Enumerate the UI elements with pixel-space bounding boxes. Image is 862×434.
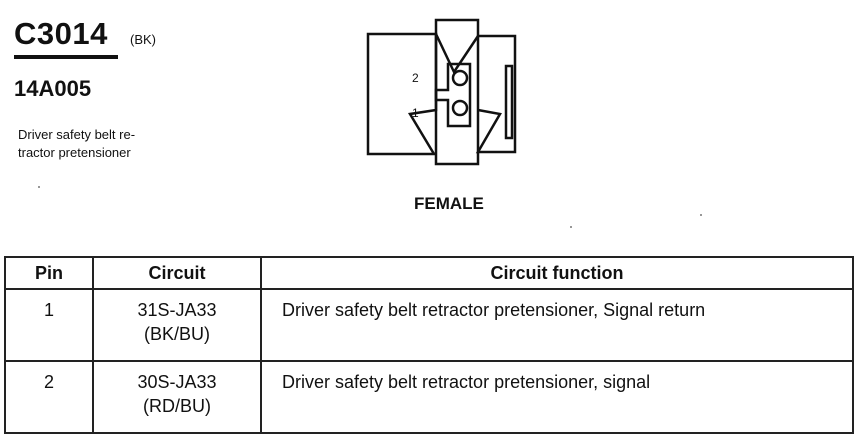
table-row: 2 30S-JA33 (RD/BU) Driver safety belt re…: [4, 360, 854, 434]
column-header-circuit: Circuit: [92, 256, 262, 290]
column-header-pin: Pin: [4, 256, 94, 290]
circuit-function-cell: Driver safety belt retractor pretensione…: [260, 360, 854, 434]
connector-face-diagram: 2 1: [366, 18, 517, 166]
description-line-2: tractor pretensioner: [18, 145, 131, 160]
pin-2-cavity: [451, 69, 469, 87]
part-number: 14A005: [14, 76, 92, 101]
table-header-row: Pin Circuit Circuit function: [4, 256, 854, 290]
connector-color: (BK): [130, 32, 156, 47]
scan-speck: [570, 226, 572, 228]
connector-id-underline: [14, 55, 118, 59]
column-header-circuit-function: Circuit function: [260, 256, 854, 290]
connector-view-label: FEMALE: [414, 194, 484, 213]
connector-housing-right: [475, 34, 517, 154]
circuit-cell: 30S-JA33 (RD/BU): [92, 360, 262, 434]
pin-cell: 1: [4, 288, 94, 362]
scan-speck: [700, 214, 702, 216]
pinout-table: Pin Circuit Circuit function 1 31S-JA33 …: [4, 256, 854, 434]
pin-1-label: 1: [412, 106, 419, 120]
circuit-code: 30S-JA33: [137, 372, 217, 392]
wire-color: (RD/BU): [143, 396, 211, 416]
connector-housing-outline: [366, 32, 438, 156]
description-line-1: Driver safety belt re-: [18, 127, 136, 142]
connector-upper-wedge: [434, 33, 480, 75]
pin-cell: 2: [4, 360, 94, 434]
table-row: 1 31S-JA33 (BK/BU) Driver safety belt re…: [4, 288, 854, 362]
pin-2-label: 2: [412, 71, 419, 85]
pin-1-cavity: [451, 99, 469, 117]
connector-latch: [504, 64, 514, 140]
circuit-function-cell: Driver safety belt retractor pretensione…: [260, 288, 854, 362]
scan-speck: [38, 186, 40, 188]
wire-color: (BK/BU): [143, 324, 210, 344]
connector-body: [434, 18, 480, 166]
cavity-block: [434, 62, 472, 128]
circuit-code: 31S-JA33: [137, 300, 217, 320]
circuit-cell: 31S-JA33 (BK/BU): [92, 288, 262, 362]
connector-id: C3014: [14, 16, 108, 51]
connector-description: Driver safety belt re- tractor pretensio…: [18, 126, 178, 162]
